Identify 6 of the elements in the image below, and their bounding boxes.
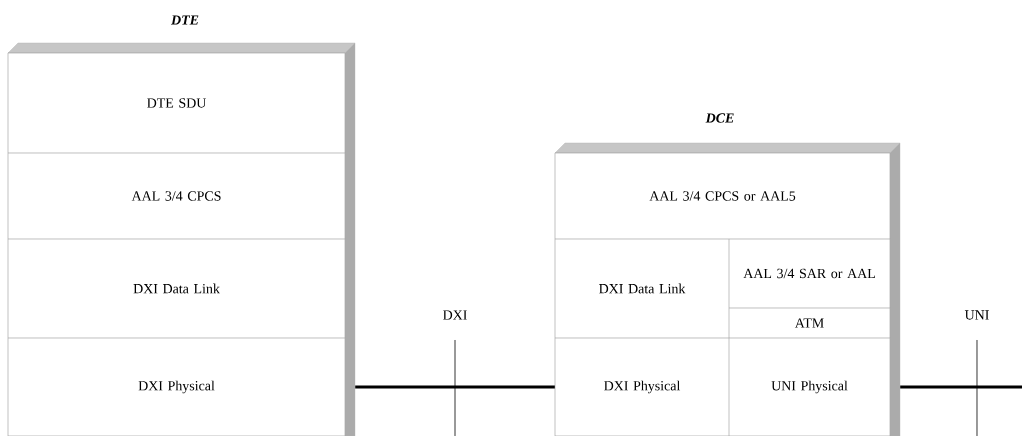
- stack-heading: DTE: [170, 15, 199, 25]
- stack-heading: DCE: [705, 113, 734, 123]
- interface-label: UNI: [964, 310, 989, 320]
- connection-line: [900, 385, 1022, 389]
- interface-label: DXI: [443, 310, 467, 320]
- connection-line: [355, 385, 555, 389]
